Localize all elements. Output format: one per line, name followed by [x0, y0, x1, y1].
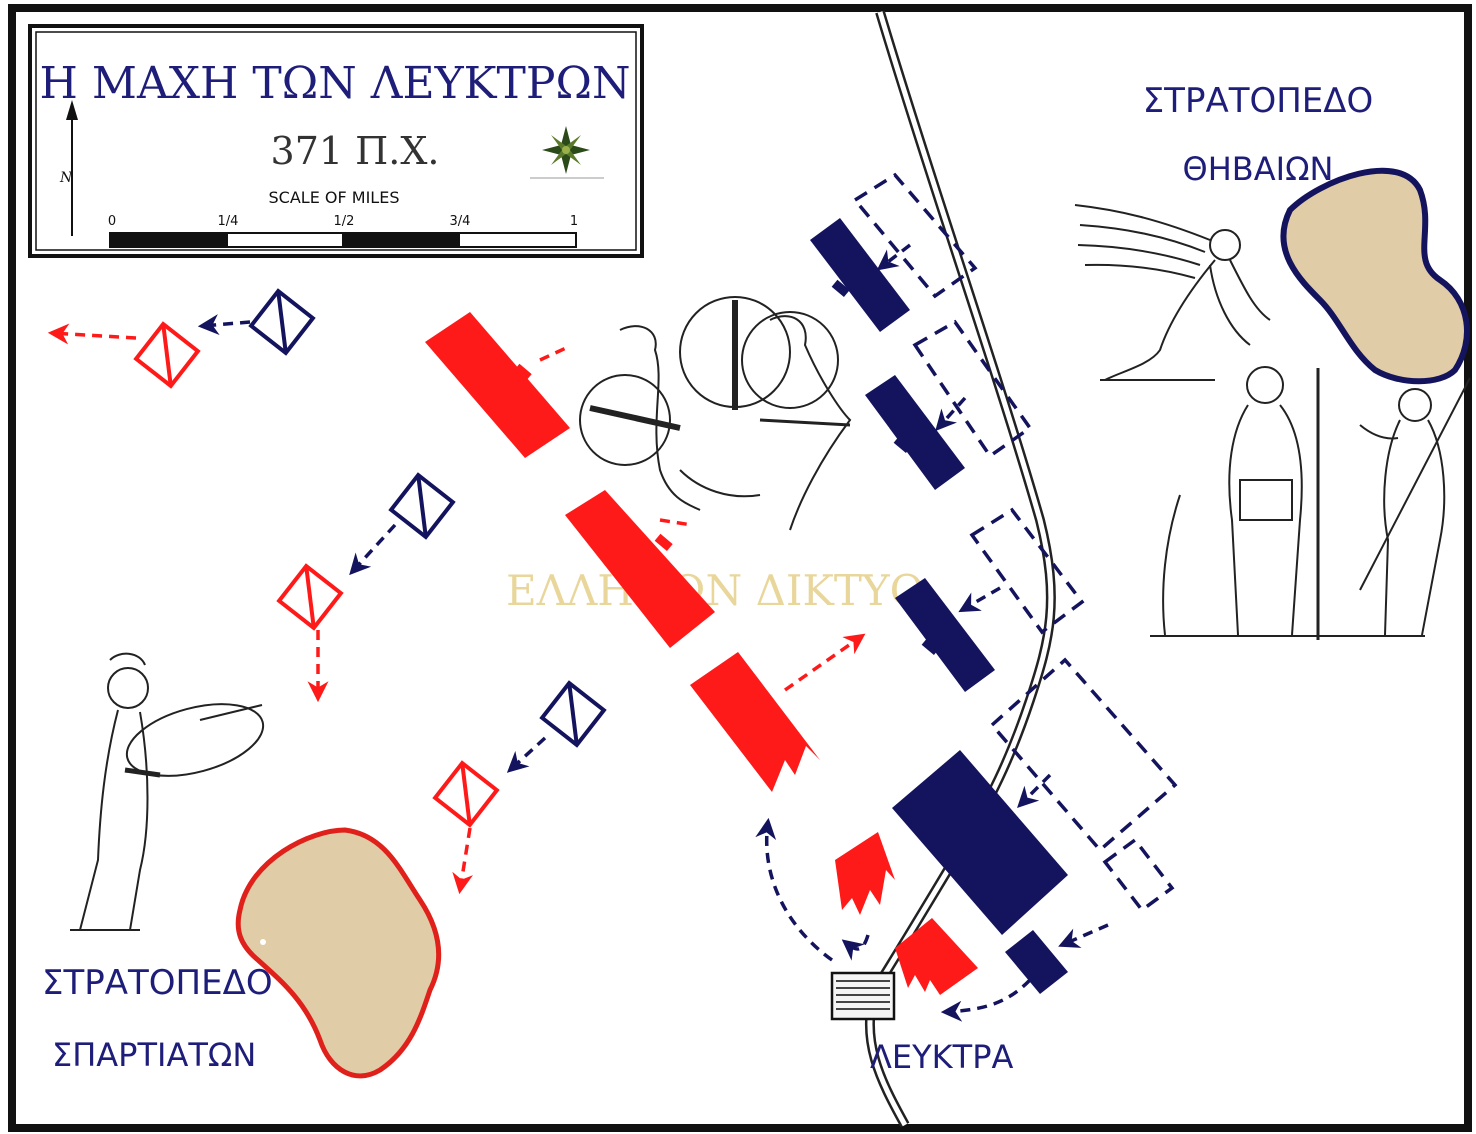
scale-bar: [109, 232, 577, 248]
compass-star-icon: [542, 126, 590, 174]
scale-tick-2: 1/2: [334, 214, 355, 229]
spartan-warrior-illustration: [70, 652, 265, 931]
spartan-units: [425, 312, 978, 995]
legend: Η ΜΑΧΗ ΤΩΝ ΛΕΥΚΤΡΩΝ 371 Π.Χ. N SCALE OF …: [28, 24, 644, 258]
scale-title: SCALE OF MILES: [269, 188, 400, 207]
arrow-blue-10: [841, 934, 870, 961]
spartan-unit-1-flag: [513, 363, 532, 381]
arrow-red-5: [539, 346, 567, 362]
theban-original-4: [989, 657, 1178, 853]
scale-tick-0: 0: [108, 214, 116, 229]
north-arrow-icon: [66, 100, 78, 236]
spartan-box-1: [133, 321, 201, 389]
theban-movement-arrows: [197, 243, 1109, 1022]
theban-sacred-band: [1005, 930, 1068, 994]
theban-unit-1: [810, 218, 910, 332]
leuktra-town-icon: [830, 971, 896, 1021]
arrow-blue-5: [935, 396, 967, 432]
arrow-blue-1: [197, 314, 251, 336]
spartan-unit-3: [690, 652, 820, 792]
theban-camp-label-line1: ΣΤΡΑΤΟΠΕΔΟ: [1143, 81, 1374, 121]
spartan-box-3: [432, 760, 500, 828]
arrow-blue-7: [1017, 773, 1052, 808]
north-label: N: [59, 170, 73, 186]
spartan-camp-label-line2: ΣΠΑΡΤΙΑΤΩΝ: [52, 1036, 256, 1074]
theban-box-2: [388, 472, 456, 540]
theban-camp: [1280, 167, 1470, 385]
arrow-blue-6: [958, 586, 1001, 613]
arrow-blue-2: [349, 523, 397, 576]
spartan-box-2: [276, 563, 344, 631]
theban-unit-3-flag: [921, 637, 940, 655]
arrow-red-1: [47, 323, 137, 345]
arrow-red-3: [452, 827, 474, 895]
theban-retreat-boxes: [248, 288, 607, 748]
theban-box-3: [539, 680, 607, 748]
theban-camp-label-line2: ΘΗΒΑΙΩΝ: [1183, 150, 1334, 188]
theban-original-1: [852, 172, 978, 299]
legend-box: [28, 24, 644, 258]
scale-tick-4: 1: [570, 214, 578, 229]
spartan-movement-arrows: [47, 323, 866, 895]
arrow-blue-3: [506, 736, 547, 773]
arrow-blue-4: [876, 243, 912, 271]
map-date: 371 Π.Χ.: [271, 129, 440, 173]
theban-original-5: [1102, 837, 1175, 913]
theban-unit-1-flag: [831, 279, 850, 297]
spartan-retreat-boxes: [133, 321, 500, 828]
theban-phalanx: [892, 750, 1068, 935]
spartan-unit-4: [835, 832, 895, 915]
warriors-illustration: [579, 296, 852, 531]
theban-original-2: [912, 319, 1033, 459]
theban-unit-2-flag: [893, 435, 912, 453]
spartan-camp-label-line1: ΣΤΡΑΤΟΠΕΔΟ: [42, 963, 273, 1003]
scale-tick-1: 1/4: [218, 214, 239, 229]
theban-original-positions: [852, 172, 1178, 913]
arrow-blue-8: [1058, 923, 1109, 948]
arrow-blue-9: [940, 978, 1032, 1022]
map-title: Η ΜΑΧΗ ΤΩΝ ΛΕΥΚΤΡΩΝ: [40, 58, 631, 109]
spartan-unit-2: [565, 490, 715, 648]
leuktra-label: ΛΕΥΚΤΡΑ: [870, 1038, 1013, 1076]
spartan-unit-5: [895, 918, 978, 995]
watermark: ΕΛΛΗΝΩΝ ΔΙΚΤΥΟ: [506, 566, 924, 615]
theban-original-3: [969, 507, 1085, 635]
spartan-unit-1: [425, 312, 570, 458]
hoplites-illustration: [1150, 366, 1471, 640]
arrow-blue-11: [755, 817, 834, 962]
theban-units: [810, 218, 1068, 994]
spartan-camp: [235, 827, 442, 1079]
theban-unit-3: [895, 578, 995, 692]
arrow-red-6: [659, 518, 693, 527]
winged-figure-illustration: [1074, 204, 1271, 381]
spartan-unit-2-flag: [654, 533, 673, 551]
scale-tick-3: 3/4: [450, 214, 471, 229]
theban-box-1: [248, 288, 316, 356]
theban-unit-2: [865, 375, 965, 490]
